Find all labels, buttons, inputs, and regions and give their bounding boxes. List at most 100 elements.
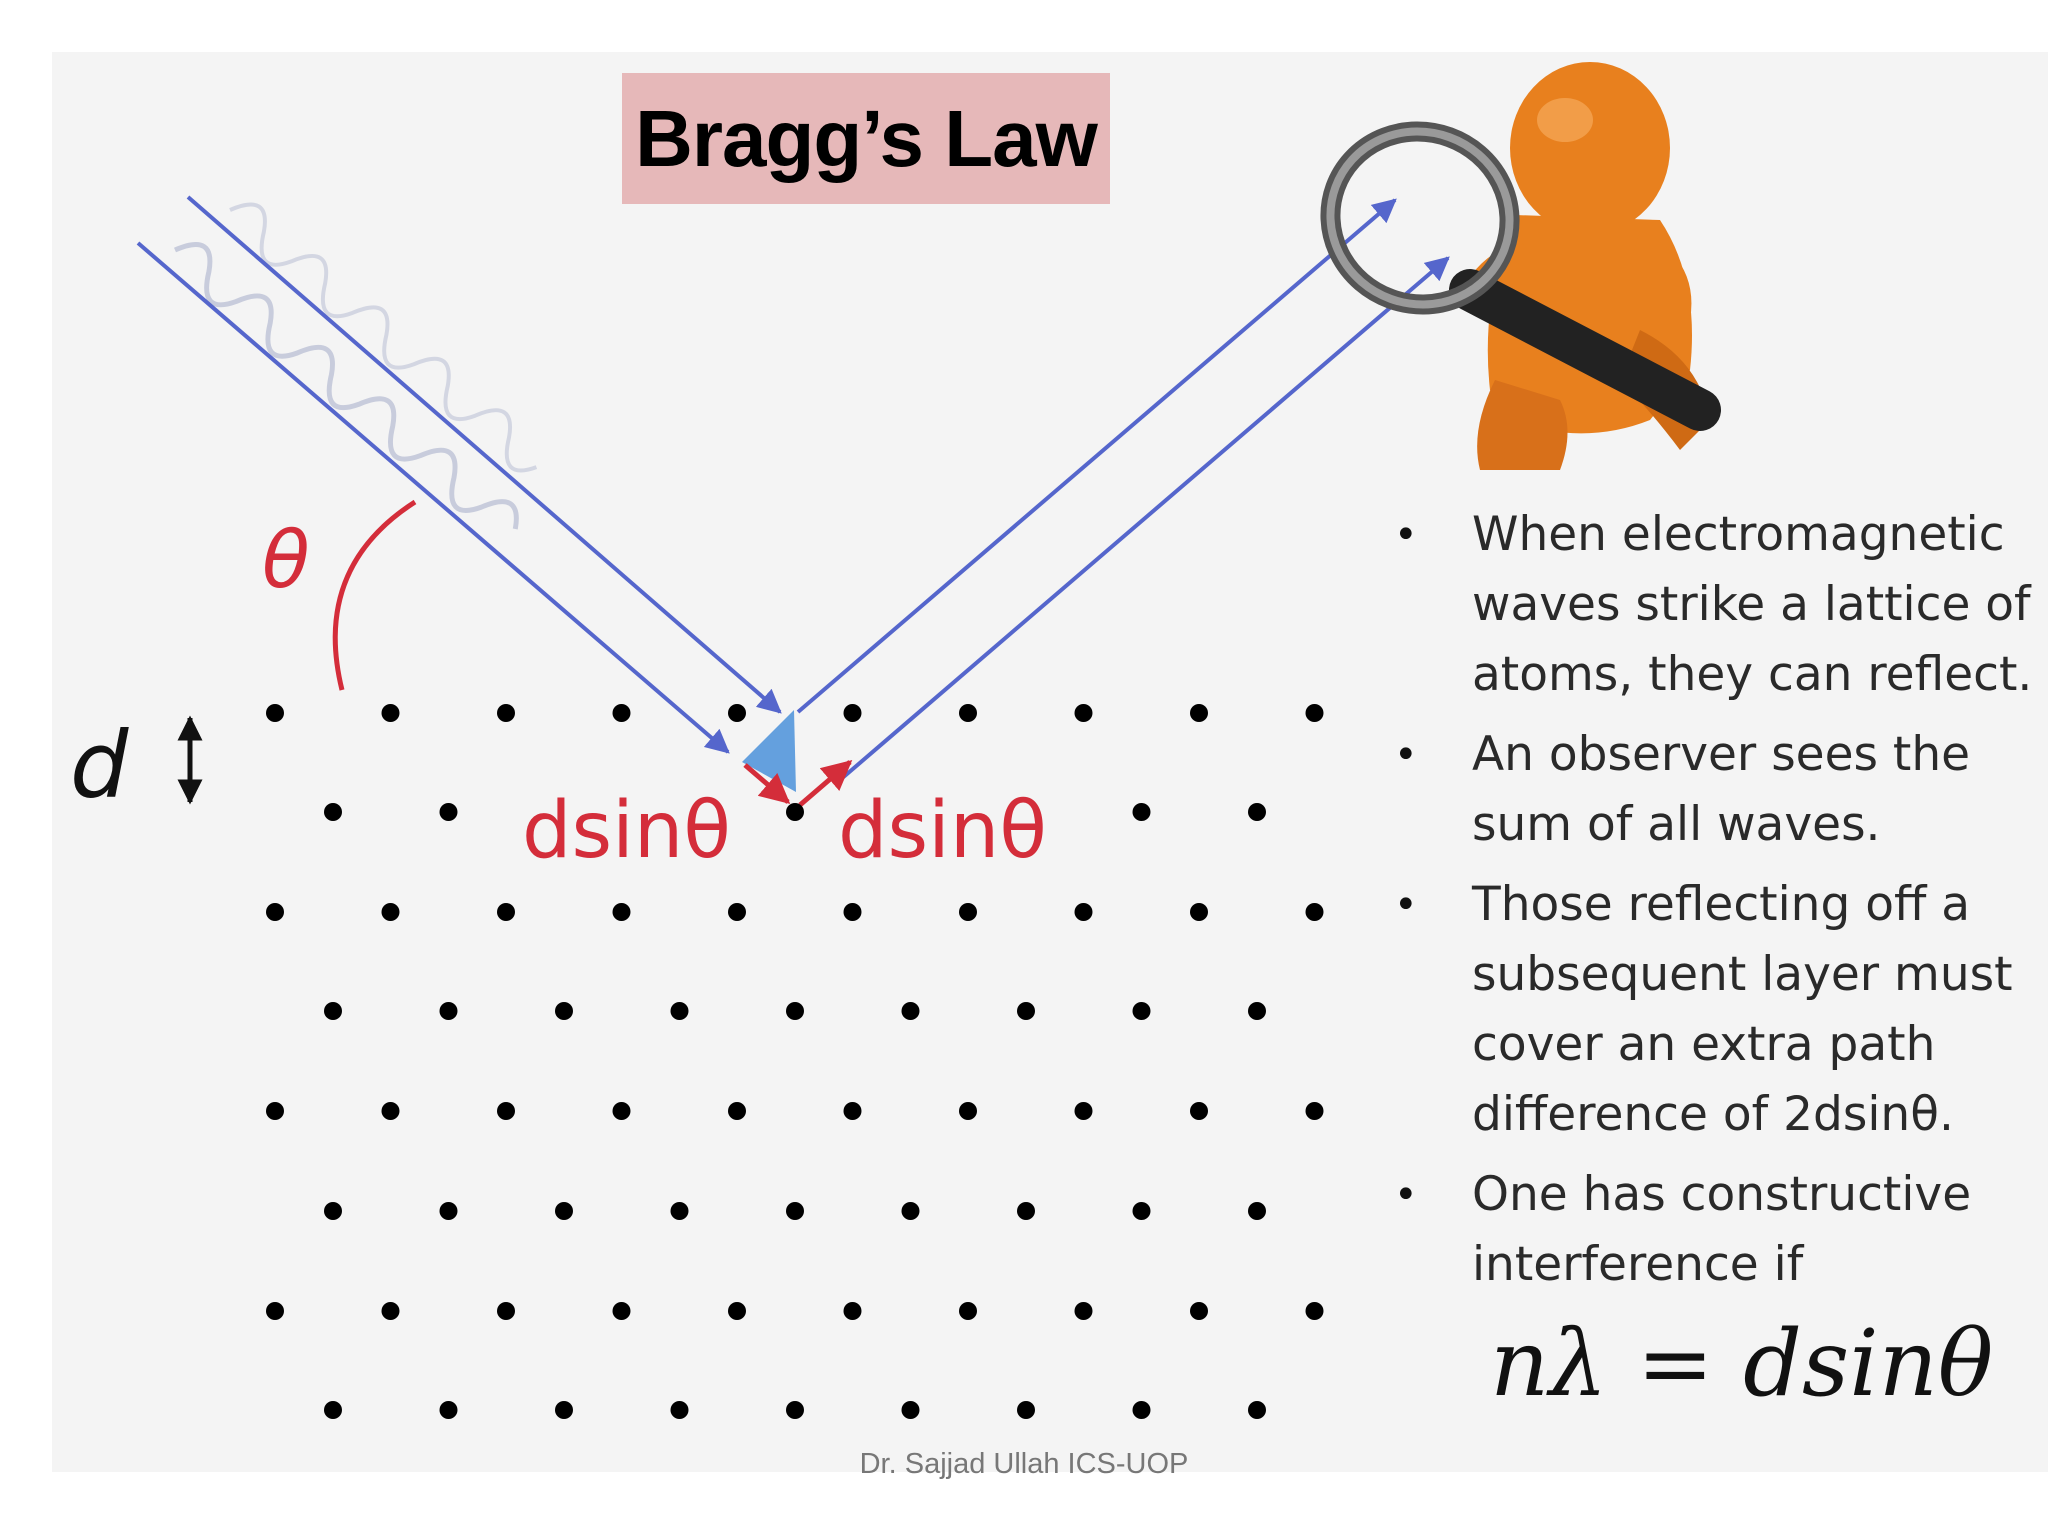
lattice-atom (1305, 704, 1324, 722)
incoming-wave (174, 242, 519, 530)
bullet-item: •One has constructive interference if (1386, 1160, 2046, 1300)
lattice-atom (1305, 1302, 1324, 1320)
lattice-atom (555, 1401, 573, 1419)
lattice-atom (1132, 1202, 1151, 1220)
lattice-atom (901, 1002, 920, 1020)
theta-arc (332, 499, 417, 691)
d-spacing-label: d (70, 712, 129, 819)
lattice-atom (959, 1302, 977, 1320)
lattice-atom (843, 704, 862, 722)
figure-panel (52, 52, 2048, 1472)
lattice-atom (843, 1302, 862, 1320)
lattice-atom (1074, 1302, 1093, 1320)
lattice-atom (266, 903, 284, 921)
reflected-ray-2 (838, 256, 1450, 782)
lattice-atom (728, 903, 746, 921)
lattice-atom (324, 1401, 342, 1419)
lattice-atom (1190, 903, 1208, 921)
lattice-atom (1305, 903, 1324, 921)
lattice-atom (497, 1302, 515, 1320)
path-difference-label-left: dsinθ (522, 786, 731, 876)
lattice-atom (555, 1202, 573, 1220)
lattice-atom (381, 1302, 400, 1320)
incoming-wave-2 (229, 202, 538, 473)
lattice-atom (612, 903, 631, 921)
lattice-atom (1190, 1102, 1208, 1120)
lattice-atom (324, 803, 342, 821)
lattice-atom (728, 1102, 746, 1120)
lattice-atom (901, 1401, 920, 1419)
lattice-atom (843, 903, 862, 921)
bullet-dot-icon: • (1394, 732, 1418, 778)
lattice-atom (670, 1401, 689, 1419)
lattice-atom (1248, 1002, 1266, 1020)
lattice-atom (1017, 1401, 1035, 1419)
lattice-atom (786, 1401, 804, 1419)
footer-credit: Dr. Sajjad Ullah ICS-UOP (859, 1448, 1189, 1480)
path-difference-wedge (742, 710, 796, 792)
lattice-atom (497, 1102, 515, 1120)
lattice-atom (1074, 903, 1093, 921)
lattice-atom (439, 1202, 458, 1220)
lattice-atom (612, 1302, 631, 1320)
lattice-atom (381, 704, 400, 722)
lattice-atom (439, 1401, 458, 1419)
lattice-atom (439, 803, 458, 821)
lattice-atom (1017, 1202, 1035, 1220)
lattice-atom (670, 1202, 689, 1220)
lattice-atom (1248, 803, 1266, 821)
bullet-item: •An observer sees the sum of all waves. (1386, 720, 2046, 860)
lattice-atom (1305, 1102, 1324, 1120)
path-difference-arrow-right (798, 760, 853, 807)
path-difference-arrow-left (743, 763, 791, 804)
lattice-atom (1074, 1102, 1093, 1120)
bullet-dot-icon: • (1394, 512, 1418, 558)
lattice-atom (266, 1102, 284, 1120)
bragg-equation: nλ = dsinθ (1490, 1310, 1994, 1417)
lattice-atom (670, 1002, 689, 1020)
lattice-atom (1132, 803, 1151, 821)
bullet-item: •When electromagnetic waves strike a lat… (1386, 500, 2046, 710)
theta-label: θ (262, 516, 310, 606)
lattice-atom (728, 704, 746, 722)
lattice-atom (1248, 1401, 1266, 1419)
lattice-atom (1190, 704, 1208, 722)
lattice-atom (497, 704, 515, 722)
lattice-atom (381, 1102, 400, 1120)
lattice-atom (266, 1302, 284, 1320)
lattice-atom (728, 1302, 746, 1320)
lattice-atom (786, 1202, 804, 1220)
lattice-atom (959, 903, 977, 921)
page-title: Bragg’s Law (635, 93, 1098, 183)
lattice-atom (497, 903, 515, 921)
reflected-ray-1 (796, 198, 1397, 714)
lattice-atom (612, 704, 631, 722)
bullet-dot-icon: • (1394, 882, 1418, 928)
lattice-atom (959, 704, 977, 722)
lattice-atom (324, 1002, 342, 1020)
atom-lattice (266, 704, 1324, 1419)
lattice-atom (1248, 1202, 1266, 1220)
lattice-atom (1074, 704, 1093, 722)
lattice-atom (555, 1002, 573, 1020)
lattice-atom (612, 1102, 631, 1120)
bullet-list: •When electromagnetic waves strike a lat… (1386, 500, 2046, 1310)
lattice-atom (439, 1002, 458, 1020)
lattice-atom (786, 1002, 804, 1020)
lattice-atom (266, 704, 284, 722)
lattice-atom (381, 903, 400, 921)
lattice-atom (843, 1102, 862, 1120)
lattice-atom (1190, 1302, 1208, 1320)
lattice-atom (1017, 1002, 1035, 1020)
lattice-atom (1132, 1401, 1151, 1419)
lattice-atom (324, 1202, 342, 1220)
incident-ray-1 (186, 195, 782, 714)
lattice-atom (959, 1102, 977, 1120)
lattice-atom (901, 1202, 920, 1220)
bullet-dot-icon: • (1394, 1172, 1418, 1218)
bullet-item: •Those reflecting off a subsequent layer… (1386, 870, 2046, 1150)
lattice-atom (1132, 1002, 1151, 1020)
lattice-atom (786, 803, 804, 821)
